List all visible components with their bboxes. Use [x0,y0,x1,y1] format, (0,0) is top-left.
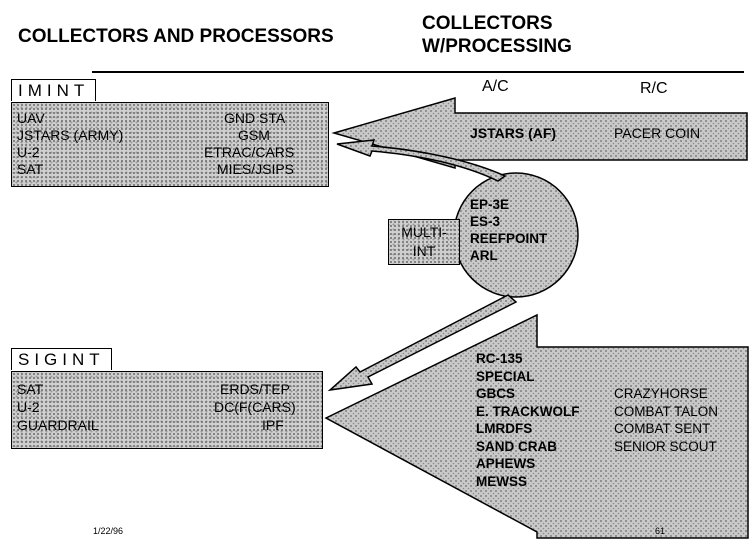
sigint-rc-item: SENIOR SCOUT [614,438,717,454]
sigint-row-right: IPF [262,417,284,433]
sigint-ac-item: GBCS [476,386,516,401]
sigint-rc-list: CRAZYHORSE COMBAT TALON COMBAT SENT SENI… [614,385,718,455]
right-title-line1: COLLECTORS [422,13,553,34]
multi-int-item: ES-3 [470,214,501,229]
sigint-row-left: GUARDRAIL [17,417,99,433]
sigint-ac-item: SAND CRAB [476,438,557,454]
sigint-row-right: ERDS/TEP [220,381,291,397]
multi-int-list: EP-3E ES-3 REEFPOINT ARL [470,196,547,264]
sigint-ac-item: RC-135 [476,351,523,366]
multi-int-to-imint-arrow [336,139,507,182]
sigint-rc-item: COMBAT SENT [614,421,711,436]
right-title: COLLECTORS W/PROCESSING [422,12,572,58]
imint-row-right: GND STA [224,110,286,126]
header-rule [92,71,744,73]
imint-row-right: MIES/JSIPS [217,161,295,177]
imint-row-right: ETRAC/CARS [204,144,295,160]
imint-row-right: GSM [238,127,270,143]
imint-box: UAV GND STA JSTARS (ARMY) GSM U-2 ETRAC/… [11,102,329,187]
sigint-ac-item: LMRDFS [476,421,533,436]
imint-rc-item: PACER COIN [614,125,701,141]
sigint-tab: SIGINT [11,348,112,370]
multi-int-label-line2: INT [412,243,436,259]
sigint-box: SAT ERDS/TEP U-2 DC(F(CARS) GUARDRAIL IP… [11,371,323,449]
multi-int-label-line1: MULTI- [401,224,447,240]
sigint-row-left: U-2 [17,399,40,415]
imint-collector-arrow [331,97,748,169]
sigint-ac-item: E. TRACKWOLF [476,403,580,419]
imint-ac-item: JSTARS (AF) [470,125,557,141]
left-title: COLLECTORS AND PROCESSORS [18,26,334,47]
sigint-ac-item: SPECIAL [476,368,535,384]
imint-row-left: JSTARS (ARMY) [17,127,124,143]
sigint-rc-item: COMBAT TALON [614,403,719,419]
sigint-rc-item: CRAZYHORSE [614,386,708,401]
footer-date: 1/22/96 [93,526,124,536]
multi-int-label-box: MULTI- INT [388,219,460,265]
sigint-ac-item: APHEWS [476,456,536,471]
imint-row-left: UAV [17,110,45,126]
imint-tab: IMINT [11,79,97,101]
sigint-row-left: SAT [17,381,44,397]
multi-int-item: EP-3E [470,197,510,212]
imint-row-left: SAT [17,161,44,177]
sigint-collector-arrow [324,313,749,539]
rc-column-label: R/C [640,80,668,97]
page-number: 61 [655,526,666,536]
right-title-line2: W/PROCESSING [422,36,572,57]
sigint-ac-list: RC-135 SPECIAL GBCS E. TRACKWOLF LMRDFS … [476,350,580,490]
multi-int-item: REEFPOINT [470,231,548,246]
multi-int-to-sigint-arrow [327,294,518,392]
imint-row-left: U-2 [17,144,40,160]
ac-column-label: A/C [482,78,509,95]
sigint-row-right: DC(F(CARS) [214,399,296,415]
sigint-ac-item: MEWSS [476,473,528,489]
multi-int-item: ARL [470,248,498,263]
